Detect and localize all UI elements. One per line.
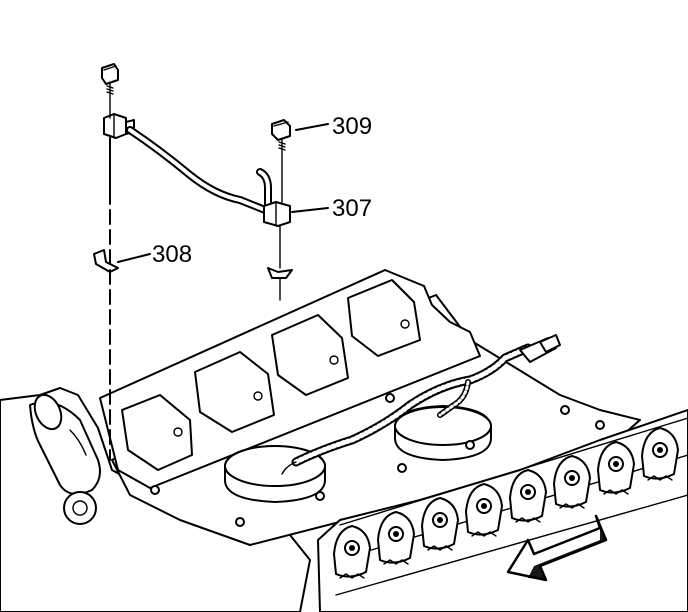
coolant-outlet-pipe (29, 393, 101, 525)
port-bolt-3 (329, 355, 339, 365)
callout-bolt-label: 309 (332, 113, 372, 140)
crossover-tube-assembly (93, 63, 293, 461)
right-mount-bolt (271, 119, 291, 203)
rocker-arm (509, 469, 547, 523)
callout-bracket-label: 307 (332, 195, 372, 222)
intake-port-1 (121, 394, 193, 471)
right-retaining-clip (267, 225, 293, 301)
rocker-arm (553, 455, 591, 509)
manifold-perimeter-bolts (150, 393, 605, 527)
view-direction-arrow (506, 514, 608, 582)
port-bolt-4 (400, 319, 410, 329)
rocker-arm (465, 483, 503, 537)
callout-clip-label: 308 (152, 241, 192, 268)
port-bolt-1 (173, 427, 183, 437)
callout-clip: 308 (117, 241, 192, 268)
wiring-harness (281, 334, 561, 475)
engine-assembly (0, 269, 688, 612)
intake-runner-ports (121, 279, 421, 471)
rocker-arm (597, 441, 635, 495)
rocker-arm (421, 497, 459, 551)
callout-bracket: 307 (291, 195, 372, 222)
valve-train-assembly (317, 409, 688, 612)
callout-bolt: 309 (295, 113, 372, 140)
port-bolt-2 (253, 391, 263, 401)
left-mount-bolt (101, 63, 119, 97)
rocker-arm (333, 525, 371, 579)
intake-port-2 (194, 351, 275, 433)
intake-port-4 (347, 279, 421, 357)
crossover-tube (126, 126, 274, 216)
rocker-arm (377, 511, 415, 565)
rocker-arm-row (333, 427, 679, 579)
right-tube-bracket (263, 201, 291, 227)
intake-port-3 (271, 314, 349, 396)
left-retaining-clip (93, 249, 119, 273)
rocker-arm (641, 427, 679, 481)
